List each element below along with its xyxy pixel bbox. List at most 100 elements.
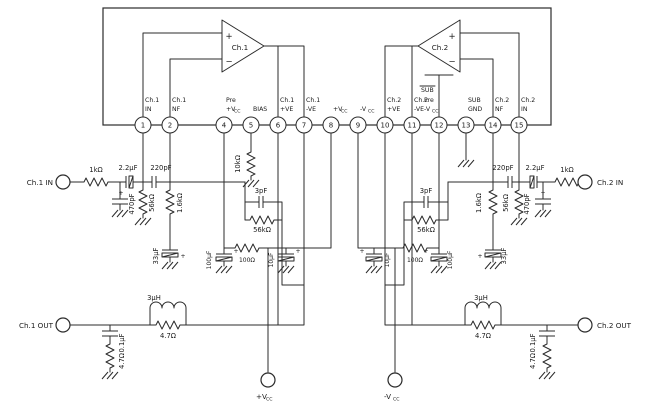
ic-pin-15: 15 [510, 116, 528, 134]
terminal-vcc-minus-sub: CC [393, 397, 399, 403]
pin-number: 5 [249, 122, 253, 130]
label-c-shunt-ch1: 470pF [128, 193, 136, 214]
label-r-bias-pin5: 10kΩ [234, 155, 242, 173]
wires-feedback-right [384, 181, 449, 286]
ground-icon [215, 265, 233, 274]
capacitor-feedback-ch1 [258, 196, 264, 208]
pin-number: 6 [276, 122, 281, 130]
pin2-label: Ch.1 [172, 97, 186, 104]
label-c-nf-ch1: 33µF [152, 247, 160, 264]
terminal-ch1-out-label: Ch.1 OUT [19, 321, 54, 330]
capacitor-hf-ch2 [507, 176, 513, 188]
wires-supply-right [357, 132, 440, 373]
capacitor-input-shunt-ch1 [112, 198, 128, 205]
capacitor-supply-ch1 [277, 253, 295, 262]
capacitor-zobel-ch2 [539, 330, 555, 337]
label-r-ripple-ch2: 100Ω [407, 257, 423, 264]
label-c-supply-ch2: 10µF [384, 252, 391, 267]
pin-number: 11 [408, 122, 417, 130]
polarity-plus: + [477, 253, 482, 260]
ic-pin-12: 12 [430, 116, 448, 134]
pin-number: 13 [462, 122, 471, 130]
ground-icon [365, 265, 383, 274]
label-r-input-ch2: 1kΩ [560, 166, 573, 174]
terminal-ch2-in-label: Ch.2 IN [597, 178, 623, 187]
resistor-input-series-ch2 [554, 177, 580, 187]
amp1-label: Ch.1 [232, 43, 248, 52]
pin7-label: Ch.1 [306, 97, 320, 104]
capacitor-ripple-ch2 [430, 253, 448, 262]
label-r-output-ch1: 4.7Ω [160, 332, 176, 340]
pin1-label: Ch.1 [145, 97, 159, 104]
pin13-label: SUB [468, 97, 481, 104]
pin-number: 15 [515, 122, 524, 130]
pin5-label: BIAS [253, 106, 267, 113]
label-c-zobel-ch2: 0.1µF [529, 333, 537, 352]
ground-icon [534, 209, 552, 218]
label-c-feedback-ch2: 3pF [420, 187, 433, 195]
pin14-label2: NF [495, 106, 504, 113]
terminal-ch1-out [55, 317, 71, 333]
wires-output-left [69, 132, 305, 373]
ground-icon [538, 371, 556, 380]
ground-icon [430, 265, 448, 274]
label-c-hf-ch1: 220pF [150, 164, 171, 172]
pin11-label2: -VE [414, 106, 424, 113]
pin-number: 1 [141, 122, 145, 130]
capacitor-input-shunt-ch2 [535, 198, 551, 205]
label-c-ripple-ch1: 100µF [206, 250, 213, 269]
ic-pin-11: 11 [403, 116, 421, 134]
pin8-label: +V [333, 106, 343, 113]
pin9-label: -V [360, 106, 367, 113]
terminal-ch2-out-label: Ch.2 OUT [597, 321, 632, 330]
ground-icon [457, 159, 475, 168]
ic-pin-13: 13 [457, 116, 475, 134]
ic-pin-1: 1 [134, 116, 152, 134]
pin4-label2: +V [226, 106, 236, 113]
label-r-nf-ch2: 1.6kΩ [475, 193, 483, 213]
label-c-coupling-ch2: 2.2µF [525, 164, 544, 172]
pin12-label2: -V [424, 106, 431, 113]
resistor-input-bias-ch2 [514, 189, 524, 215]
resistor-bias-pin5 [246, 151, 256, 177]
wires-output-right [384, 132, 579, 373]
capacitor-supply-ch2 [365, 253, 383, 262]
label-c-shunt-ch2: 470pF [523, 193, 531, 214]
pin8-label-sub: CC [341, 109, 347, 115]
label-c-supply-ch1: 10µF [268, 252, 275, 267]
label-r-feedback-ch2: 56kΩ [417, 226, 435, 234]
pin13-label2: GND [468, 106, 482, 113]
resistor-nf-ch2 [488, 189, 498, 215]
resistor-input-series-ch1 [83, 177, 109, 187]
resistor-output-ch2 [470, 320, 496, 330]
pin-number: 8 [329, 122, 333, 130]
amp2-triangle [417, 19, 461, 73]
pin15-label: Ch.2 [521, 97, 535, 104]
ground-icon [134, 217, 152, 226]
amp2-label: Ch.2 [432, 43, 448, 52]
ground-icon [161, 261, 179, 270]
label-l-output-ch1: 3µH [147, 294, 161, 302]
ground-icon [484, 261, 502, 270]
pin4-label-sub: CC [234, 109, 240, 115]
label-c-coupling-ch1: 2.2µF [118, 164, 137, 172]
pin2-label2: NF [172, 106, 181, 113]
pin1-label2: IN [145, 106, 152, 113]
capacitor-hf-ch1 [151, 176, 157, 188]
pin10-label2: +VE [387, 106, 400, 113]
capacitor-feedback-ch2 [423, 196, 429, 208]
polarity-plus: + [295, 248, 300, 255]
ic-internal-wires [142, 32, 520, 118]
label-c-nf-ch2: 33µF [500, 247, 508, 264]
resistor-zobel-ch2 [542, 343, 552, 369]
terminal-ch1-in-label: Ch.1 IN [27, 178, 53, 187]
resistor-output-ch1 [155, 320, 181, 330]
ic-pin-10: 10 [376, 116, 394, 134]
terminal-vcc-plus [260, 372, 276, 388]
polarity-plus: + [359, 248, 364, 255]
capacitor-coupling-ch1 [125, 175, 134, 189]
amp2-minus-input: − [448, 57, 455, 67]
ground-icon [101, 371, 119, 380]
label-c-zobel-ch1: 0.1µF [118, 333, 126, 352]
